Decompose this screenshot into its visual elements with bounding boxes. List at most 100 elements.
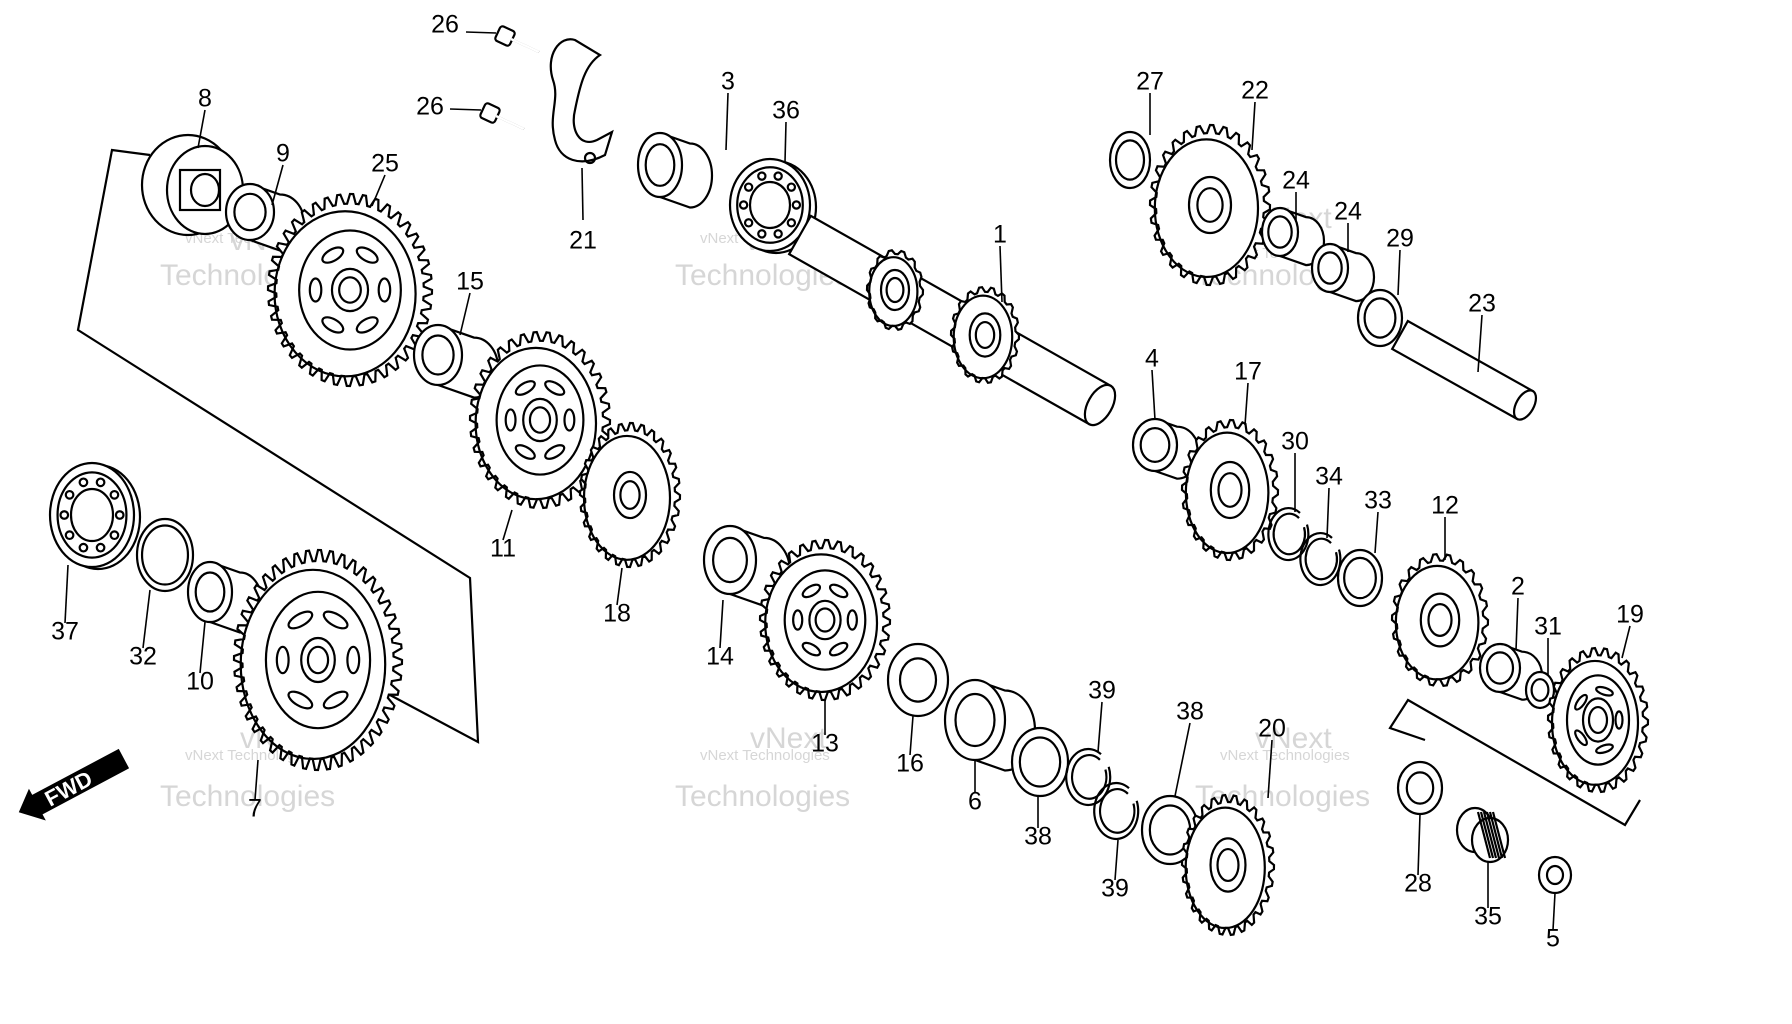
leader-line <box>616 567 623 606</box>
gear-7-icon <box>232 548 404 772</box>
leader-line <box>64 564 69 624</box>
fwd-direction-arrow: FWD <box>18 748 130 821</box>
gear-19-icon <box>1546 646 1650 794</box>
callout-31: 31 <box>1534 613 1562 641</box>
parts-layer <box>48 25 1650 937</box>
bearing-36-icon <box>728 157 818 255</box>
leader-line <box>502 509 513 541</box>
leader-line <box>999 245 1003 303</box>
leader-line <box>254 759 259 801</box>
callout-35: 35 <box>1474 903 1502 931</box>
callout-32: 32 <box>129 643 157 671</box>
group-bracket-left <box>76 148 480 744</box>
callout-21: 21 <box>569 227 597 255</box>
collar-16-icon <box>886 642 950 718</box>
leader-line <box>1477 314 1483 373</box>
callout-39: 39 <box>1088 677 1116 705</box>
callout-10: 10 <box>186 668 214 696</box>
leader-line <box>784 121 787 163</box>
leader-line <box>1397 249 1401 296</box>
leader-line <box>725 92 729 151</box>
callout-33: 33 <box>1364 487 1392 515</box>
leader-line <box>459 292 471 336</box>
watermark-small: vNext Technologies <box>700 747 830 764</box>
callout-16: 16 <box>896 750 924 778</box>
circlip-34-icon <box>1299 531 1342 587</box>
gear-18-icon <box>578 421 682 569</box>
callout-34: 34 <box>1315 463 1343 491</box>
leader-line <box>1114 839 1119 881</box>
callout-15: 15 <box>456 268 484 296</box>
leader-line <box>581 167 584 221</box>
shift-cam-8-icon <box>140 133 245 237</box>
leader-line <box>719 599 724 649</box>
callout-38: 38 <box>1176 698 1204 726</box>
gear-22-icon <box>1148 123 1272 287</box>
leader-line <box>1244 382 1249 426</box>
callout-17: 17 <box>1234 358 1262 386</box>
callout-12: 12 <box>1431 492 1459 520</box>
leader-line <box>449 108 482 111</box>
gear-11-icon <box>468 330 612 510</box>
callout-27: 27 <box>1136 68 1164 96</box>
watermark-big-1: vNext <box>750 722 827 755</box>
callout-39: 39 <box>1101 875 1129 903</box>
washer-31-icon <box>1524 670 1556 710</box>
washer-27-icon <box>1108 130 1152 190</box>
leader-line <box>1621 625 1631 659</box>
callout-26: 26 <box>416 93 444 121</box>
callout-28: 28 <box>1404 870 1432 898</box>
callout-14: 14 <box>706 643 734 671</box>
callout-6: 6 <box>968 788 982 816</box>
callout-24: 24 <box>1334 198 1362 226</box>
leader-line <box>1251 101 1256 151</box>
watermark-big-2: Technologies <box>675 780 850 813</box>
oil-seal-32-icon <box>135 517 195 593</box>
fwd-arrow-icon <box>18 748 130 821</box>
callout-19: 19 <box>1616 601 1644 629</box>
callout-26: 26 <box>431 11 459 39</box>
bolt-26a-icon <box>494 25 540 54</box>
callout-5: 5 <box>1546 925 1560 953</box>
watermark-big-1: vNext <box>1255 722 1332 755</box>
fwd-label: FWD <box>41 766 97 812</box>
leader-line <box>1267 739 1273 799</box>
gear-13-icon <box>758 538 892 702</box>
leader-line <box>1174 722 1191 797</box>
callout-36: 36 <box>772 97 800 125</box>
needle-bearing-35-icon <box>1455 806 1510 864</box>
callout-18: 18 <box>603 600 631 628</box>
callout-29: 29 <box>1386 225 1414 253</box>
leader-line <box>1151 369 1156 421</box>
callout-3: 3 <box>721 68 735 96</box>
callout-24: 24 <box>1282 167 1310 195</box>
washer-29-icon <box>1356 288 1404 348</box>
circlip-39b-icon <box>1093 781 1140 841</box>
callout-8: 8 <box>198 85 212 113</box>
callout-38: 38 <box>1024 823 1052 851</box>
gear-25-icon <box>266 192 434 388</box>
callout-20: 20 <box>1258 715 1286 743</box>
leader-line <box>1515 597 1519 651</box>
leader-line <box>271 164 284 206</box>
bearing-37-icon <box>48 461 142 571</box>
washer-33-icon <box>1336 548 1384 608</box>
leader-line <box>197 109 206 149</box>
leader-line <box>1326 487 1330 539</box>
nut-5-icon <box>1537 855 1573 895</box>
plate-21-icon <box>549 38 614 165</box>
bolt-26b-icon <box>479 102 525 131</box>
callout-23: 23 <box>1468 290 1496 318</box>
watermark-big-2: Technologies <box>160 780 335 813</box>
leader-lines <box>64 31 1631 931</box>
leader-line <box>142 589 151 649</box>
callout-30: 30 <box>1281 428 1309 456</box>
shaft-gear-1-icon <box>949 285 1021 385</box>
callout-4: 4 <box>1145 345 1159 373</box>
callout-11: 11 <box>490 535 516 563</box>
callout-9: 9 <box>276 140 290 168</box>
leader-line <box>1552 892 1556 931</box>
callout-25: 25 <box>371 150 399 178</box>
